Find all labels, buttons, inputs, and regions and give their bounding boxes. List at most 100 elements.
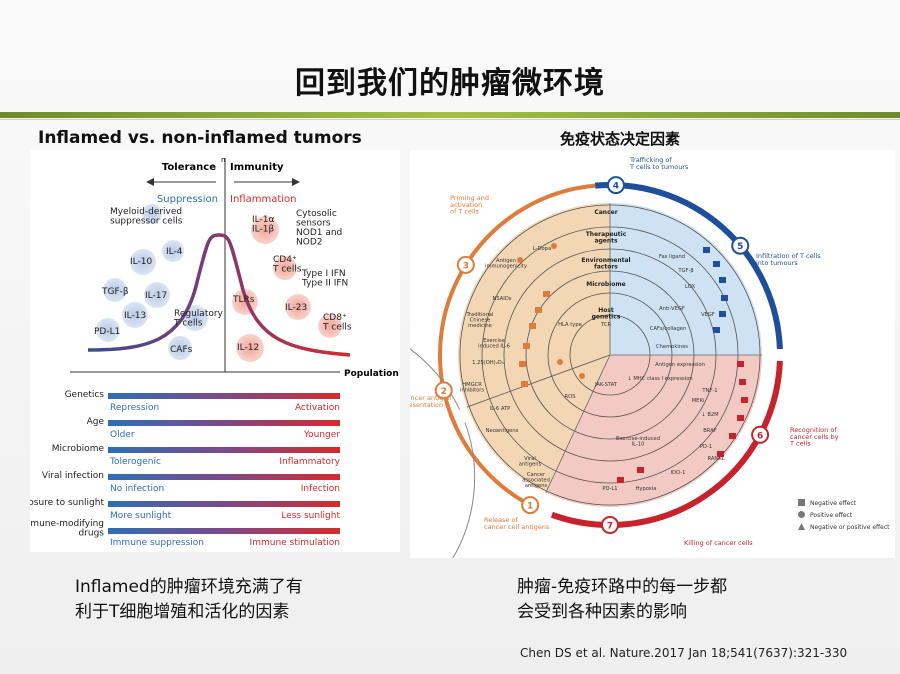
sector-factor-label: MEKi <box>692 398 705 404</box>
cycle-step: 4 <box>606 176 625 195</box>
effect-marker-square <box>617 477 624 483</box>
factor-gradient-bar <box>108 393 340 399</box>
inflammation-label: Inflammation <box>230 194 296 205</box>
sector-priming <box>458 203 610 407</box>
sector-factor-label: Fas ligand <box>659 254 685 260</box>
right-cytokine-label: CD8⁺T cells <box>322 313 352 332</box>
center-factor-label: Cancer <box>594 209 617 216</box>
step-number: 1 <box>527 502 533 512</box>
sector-factor-label: VEGF <box>701 312 715 318</box>
factor-high-label: Younger <box>303 430 340 440</box>
effect-marker-circle <box>517 257 523 263</box>
left-cytokine-label: PD-L1 <box>94 327 120 337</box>
left-cytokine-label: IL-13 <box>124 311 146 321</box>
sector-factor-label: ROS <box>565 394 576 400</box>
effect-marker-circle <box>579 373 585 379</box>
effect-marker-square <box>521 381 528 387</box>
factor-low-label: Older <box>110 430 135 440</box>
step-number: 4 <box>613 182 619 192</box>
population-label: Population <box>344 369 399 379</box>
effect-marker-square <box>543 291 550 297</box>
step-number: 6 <box>757 431 763 441</box>
sector-factor-label: TGF-β <box>677 268 693 274</box>
factor-name: Age <box>87 417 105 427</box>
effect-marker-square <box>721 295 728 301</box>
tolerance-label: Tolerance <box>162 162 216 173</box>
sector-factor-label: JAK-STAT <box>594 382 618 388</box>
suppression-label: Suppression <box>157 194 218 205</box>
left-figure: n Tolerance Immunity Suppression Inflamm… <box>12 150 400 552</box>
factor-gradient-bar <box>108 501 340 507</box>
cycle-step: 6 <box>751 425 770 444</box>
effect-marker-square <box>523 343 530 349</box>
sector-antigen-release <box>467 355 610 493</box>
left-blobs <box>96 204 208 360</box>
legend-label: Negative or positive effect <box>810 524 890 531</box>
factor-gradient-bar <box>108 528 340 534</box>
effect-marker-circle <box>551 243 557 249</box>
effect-marker-square <box>535 307 542 313</box>
sector-factor-label: ↓ B2M <box>701 412 718 418</box>
step-number-badge <box>731 236 750 255</box>
right-caption: 肿瘤-免疫环路中的每一步都 会受到各种因素的影响 <box>517 575 727 625</box>
factor-high-label: Immune stimulation <box>250 538 340 548</box>
effect-marker-square <box>519 361 526 367</box>
outer-arc-red <box>550 360 783 528</box>
effect-marker-square <box>737 415 744 421</box>
left-cytokine-label: IL-17 <box>145 291 167 301</box>
step-number: 5 <box>737 242 743 252</box>
effect-marker-square <box>529 323 536 329</box>
step-number: 7 <box>607 522 613 532</box>
factor-name: Viral infection <box>42 471 104 481</box>
effect-marker-square <box>637 467 644 473</box>
step-number-badge <box>606 176 625 195</box>
factor-gradient-bar <box>108 474 340 480</box>
citation: Chen DS et al. Nature.2017 Jan 18;541(76… <box>520 646 848 660</box>
left-figure-heading: Inflamed vs. non-inflamed tumors <box>38 128 362 148</box>
left-cytokine-label: TGF-β <box>101 287 129 297</box>
factor-name: Exposure to sunlight <box>30 498 104 508</box>
sector-factor-label: NSAIDs <box>492 296 511 302</box>
factor-low-label: No infection <box>110 484 164 494</box>
step-number: 3 <box>463 261 469 271</box>
factor-high-label: Activation <box>295 403 340 413</box>
sector-factor-label: 1,25(OH)₂D₃ <box>472 360 504 366</box>
cycle-step: 2 <box>434 381 453 400</box>
cycle-step: 1 <box>521 496 540 515</box>
factor-low-label: Immune suppression <box>110 538 204 548</box>
sector-factor-label: BRAF <box>703 428 717 434</box>
effect-marker-square <box>737 361 744 367</box>
factor-name: Genetics <box>65 390 105 400</box>
effect-marker-square <box>713 327 720 333</box>
sector-factor-label: LOX <box>685 284 695 290</box>
right-arrow-icon <box>292 178 300 186</box>
effect-marker-square <box>729 433 736 439</box>
axis-n-label: n <box>221 156 225 164</box>
left-cytokine-label: CAFs <box>170 345 193 355</box>
right-cytokine-label: TLRs <box>232 295 255 305</box>
sector-factor-label: IL-6 ATP <box>490 406 511 412</box>
sector-factor-label: Anti-VEGF <box>659 306 685 312</box>
slide-title: 回到我们的肿瘤微环境 <box>295 66 605 101</box>
